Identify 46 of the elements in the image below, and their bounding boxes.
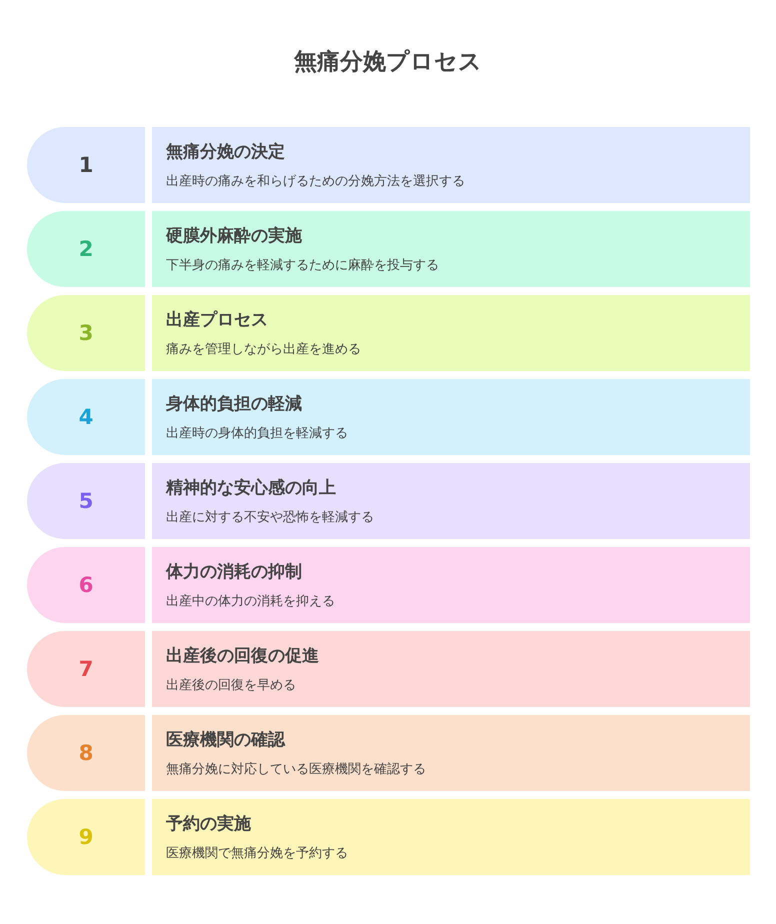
step-number: 6 bbox=[78, 573, 94, 597]
step-number-tab bbox=[27, 799, 145, 875]
step-description: 痛みを管理しながら出産を進める bbox=[166, 341, 362, 358]
step-number: 1 bbox=[78, 153, 94, 177]
step-description: 出産時の痛みを和らげるための分娩方法を選択する bbox=[166, 173, 466, 190]
step-description: 出産時の身体的負担を軽減する bbox=[166, 425, 349, 442]
step-description: 出産中の体力の消耗を抑える bbox=[166, 593, 336, 610]
step-card bbox=[152, 715, 750, 791]
step-heading: 無痛分娩の決定 bbox=[166, 141, 286, 163]
step-heading: 出産後の回復の促進 bbox=[166, 645, 320, 667]
step-description: 無痛分娩に対応している医療機関を確認する bbox=[166, 761, 427, 778]
step-card bbox=[152, 211, 750, 287]
step-heading: 予約の実施 bbox=[166, 813, 252, 835]
step-number-tab bbox=[27, 463, 145, 539]
step-heading: 精神的な安心感の向上 bbox=[166, 477, 337, 499]
step-number-tab bbox=[27, 211, 145, 287]
step-number: 4 bbox=[78, 405, 94, 429]
step-number: 9 bbox=[78, 825, 94, 849]
step-number: 3 bbox=[78, 321, 94, 345]
step-heading: 医療機関の確認 bbox=[166, 729, 286, 751]
step-card bbox=[152, 379, 750, 455]
step-number-tab bbox=[27, 379, 145, 455]
step-number-tab bbox=[27, 631, 145, 707]
step-heading: 出産プロセス bbox=[166, 309, 269, 331]
step-number: 5 bbox=[78, 489, 94, 513]
step-number-tab bbox=[27, 547, 145, 623]
step-heading: 体力の消耗の抑制 bbox=[166, 561, 303, 583]
step-description: 出産に対する不安や恐怖を軽減する bbox=[166, 509, 375, 526]
step-number: 7 bbox=[78, 657, 94, 681]
step-number-tab bbox=[27, 295, 145, 371]
step-card bbox=[152, 295, 750, 371]
step-number-tab bbox=[27, 127, 145, 203]
step-heading: 身体的負担の軽減 bbox=[166, 393, 303, 415]
step-card bbox=[152, 127, 750, 203]
step-card bbox=[152, 463, 750, 539]
step-number: 2 bbox=[78, 237, 94, 261]
step-description: 出産後の回復を早める bbox=[166, 677, 297, 694]
step-number-tab bbox=[27, 715, 145, 791]
step-description: 下半身の痛みを軽減するために麻酔を投与する bbox=[166, 257, 440, 274]
diagram-title: 無痛分娩プロセス bbox=[292, 48, 483, 77]
step-card bbox=[152, 631, 750, 707]
step-card bbox=[152, 799, 750, 875]
step-card bbox=[152, 547, 750, 623]
step-description: 医療機関で無痛分娩を予約する bbox=[166, 845, 349, 862]
step-heading: 硬膜外麻酔の実施 bbox=[166, 225, 303, 247]
step-number: 8 bbox=[78, 741, 94, 765]
